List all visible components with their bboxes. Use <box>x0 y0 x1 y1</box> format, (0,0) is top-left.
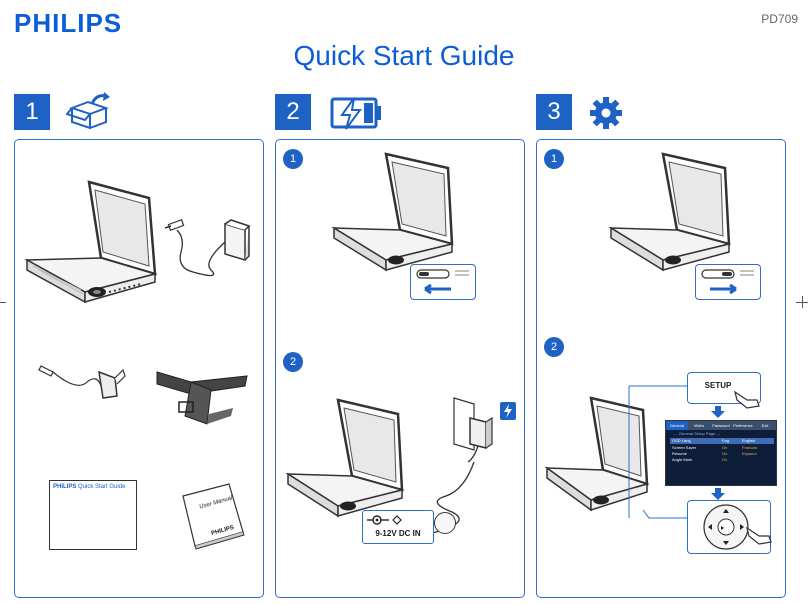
panel-step-2: 1 2 <box>275 139 525 598</box>
pointing-finger-icon-2 <box>745 524 773 546</box>
osd-row-4-value: On <box>722 457 728 462</box>
crop-mark-right-v <box>802 296 803 308</box>
dc-in-callout: 9-12V DC IN <box>362 510 434 544</box>
substep-2-2: 2 <box>283 352 303 372</box>
dvd-player-open-illustration <box>326 148 476 278</box>
osd-tab-general: General <box>666 421 688 430</box>
ac-adapter-illustration <box>163 212 253 292</box>
setup-button-label: SETUP <box>704 381 732 390</box>
osd-row-2-label: Screen Saver <box>672 445 697 450</box>
osd-tab-password: Password <box>712 423 730 428</box>
osd-tab-preference: Preference <box>733 423 753 428</box>
dvd-player-charging-illustration <box>282 394 432 524</box>
dvd-player-illustration <box>21 174 171 314</box>
osd-tab-exit: Exit <box>761 423 769 428</box>
substep-3-1: 1 <box>544 149 564 169</box>
osd-tab-bar: General Video Password Preference Exit <box>666 421 776 430</box>
power-on-switch-callout <box>695 264 761 300</box>
substep-2-1: 1 <box>283 149 303 169</box>
arrow-down-icon-2 <box>711 488 725 500</box>
setup-button-callout: SETUP <box>687 372 761 404</box>
substep-3-2: 2 <box>544 337 564 357</box>
panel-step-3: 1 2 SETUP General <box>536 139 786 598</box>
car-adapter-illustration <box>37 352 127 412</box>
user-manual-illustration: User Manual PHILIPS <box>179 480 249 550</box>
open-box-icon <box>66 92 114 132</box>
page-title: Quick Start Guide <box>293 40 515 71</box>
power-switch-callout <box>410 264 476 300</box>
dvd-player-menu-illustration <box>543 394 659 518</box>
pointing-finger-icon <box>733 388 761 410</box>
step-number-2: 2 <box>275 94 311 130</box>
osd-row-3-value: On <box>722 451 728 456</box>
setup-menu-screen: General Video Password Preference Exit -… <box>665 420 777 486</box>
quick-start-booklet: PHILIPS Quick Start Guide <box>49 480 137 550</box>
osd-row-3-label: Resume <box>672 451 687 456</box>
osd-row-1-label: OSD Lang <box>672 438 691 443</box>
panel-step-1: PHILIPS Quick Start Guide User Manual PH… <box>14 139 264 598</box>
wall-socket-adapter-illustration <box>444 394 502 464</box>
model-number: PD709 <box>761 12 798 26</box>
osd-row-4: Angle Mark On <box>670 457 774 463</box>
booklet-brand: PHILIPS <box>53 484 77 490</box>
osd-row-1-value: Eng <box>722 438 730 443</box>
dvd-player-open-illustration-3 <box>603 148 753 278</box>
gear-icon <box>588 95 624 131</box>
osd-row-3-option: Espanol <box>742 451 757 456</box>
battery-charge-icon <box>328 96 384 130</box>
car-mount-strap-illustration <box>151 362 251 432</box>
osd-row-2-option: Francais <box>742 445 758 450</box>
charge-bolt-icon <box>500 402 516 420</box>
osd-row-2-value: On <box>722 445 728 450</box>
osd-row-1-option: English <box>742 438 756 443</box>
osd-page-title: - - General Setup Page - - <box>674 431 721 436</box>
brand-logo: PHILIPS <box>14 8 123 38</box>
osd-row-4-label: Angle Mark <box>672 457 693 462</box>
step-number-3: 3 <box>536 94 572 130</box>
dc-input-label: 9-12V DC IN <box>375 529 421 538</box>
navigation-pad-callout <box>687 500 771 554</box>
booklet-title: Quick Start Guide <box>78 484 126 490</box>
osd-tab-video: Video <box>693 423 705 428</box>
crop-mark-left <box>0 302 6 303</box>
arrow-down-icon <box>711 406 725 418</box>
step-number-1: 1 <box>14 94 50 130</box>
dc-jack-port <box>434 512 456 534</box>
osd-row-1: OSD Lang Eng English <box>670 438 774 444</box>
